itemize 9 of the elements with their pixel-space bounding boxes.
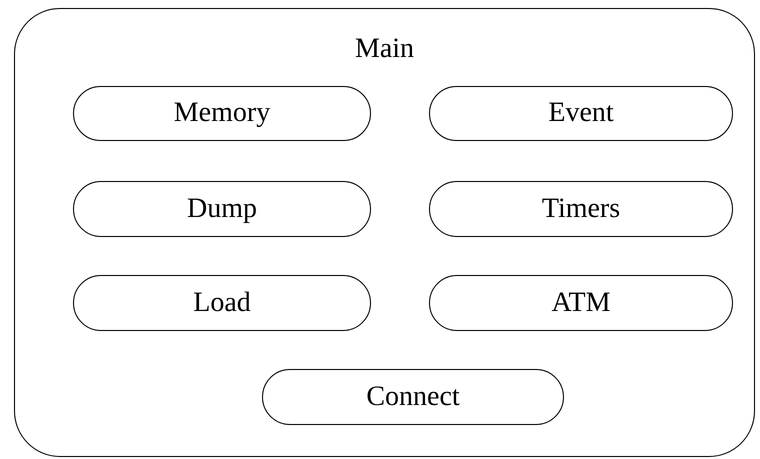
node-label: Memory <box>174 97 270 130</box>
node-label: Load <box>193 286 251 320</box>
node-label: Event <box>548 97 614 130</box>
container-box <box>14 8 755 457</box>
node-label: Connect <box>366 380 460 414</box>
node-label: Main <box>354 33 414 66</box>
node-label: Timers <box>542 192 620 226</box>
node-label: Dump <box>187 192 257 226</box>
node-label: ATM <box>551 286 611 320</box>
